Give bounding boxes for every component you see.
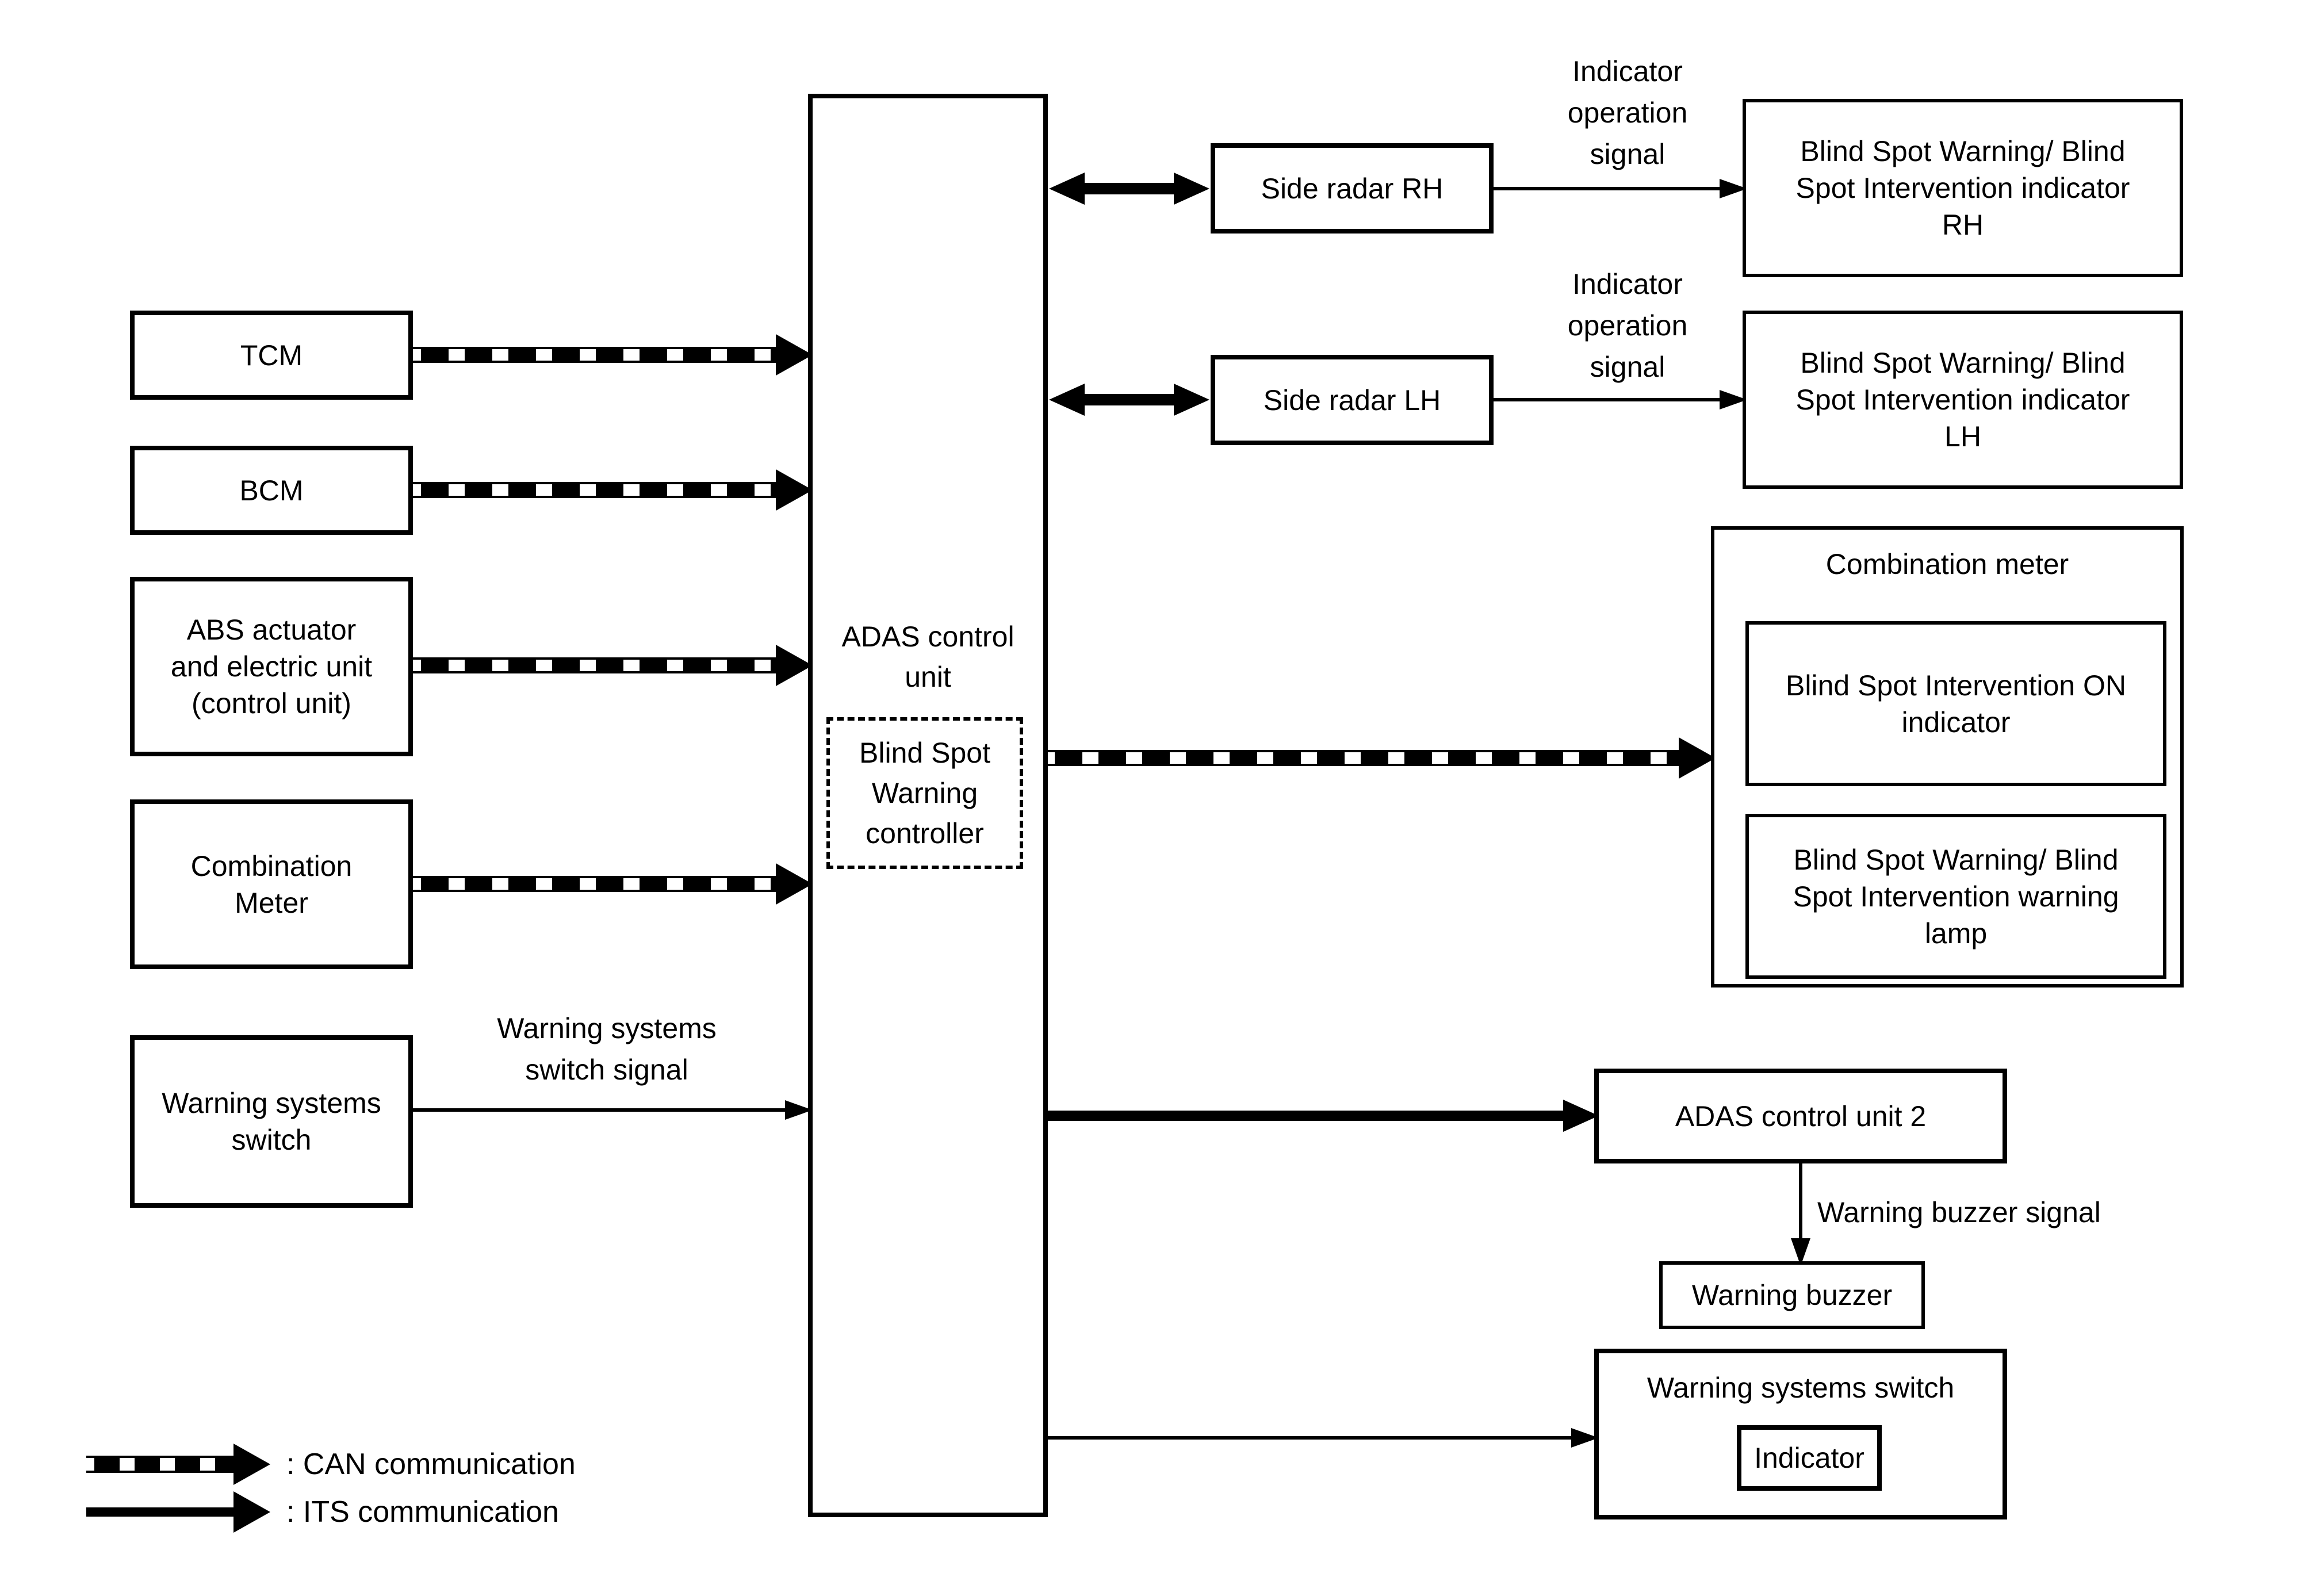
warning-systems-switch-left-box: Warning systems switch	[130, 1035, 413, 1208]
warning-systems-switch-right-title: Warning systems switch	[1647, 1372, 1955, 1404]
side-radar-rh-box: Side radar RH	[1211, 143, 1494, 234]
legend-its-arrow	[86, 1491, 270, 1533]
signal-arrow-radar-rh-to-indicator-rh	[1494, 179, 1747, 198]
side-radar-lh-box: Side radar LH	[1211, 355, 1494, 445]
blind-spot-warning-controller-box: Blind Spot Warning controller	[826, 717, 1023, 869]
adas-control-unit-label: ADAS control unit	[841, 621, 1014, 693]
bsw-bsi-warning-lamp-box: Blind Spot Warning/ Blind Spot Intervent…	[1745, 814, 2166, 979]
legend-can-arrow	[86, 1444, 270, 1485]
warning-switch-indicator-box: Indicator	[1737, 1425, 1882, 1491]
combination-meter-right-title: Combination meter	[1825, 548, 2069, 580]
can-arrow-adas-to-combination-meter	[1047, 737, 1716, 779]
can-arrow-combination-meter-to-adas	[413, 863, 813, 905]
legend-can-label: : CAN communication	[286, 1448, 576, 1481]
its-arrow-adas-side-radar-rh	[1049, 173, 1209, 205]
legend-its-label: : ITS communication	[286, 1495, 559, 1529]
signal-arrow-warning-switch-to-adas	[413, 1100, 813, 1120]
indicator-operation-signal-lh-label: Indicator operation signal	[1567, 268, 1688, 383]
warning-buzzer-signal-label: Warning buzzer signal	[1817, 1196, 2101, 1228]
signal-arrow-radar-lh-to-indicator-lh	[1494, 390, 1747, 409]
abs-actuator-box: ABS actuator and electric unit (control …	[130, 577, 413, 756]
bcm-box: BCM	[130, 446, 413, 535]
bsw-bsi-indicator-rh-box: Blind Spot Warning/ Blind Spot Intervent…	[1743, 99, 2183, 277]
signal-arrow-adas2-to-warning-buzzer	[1791, 1163, 1810, 1266]
warning-systems-switch-signal-label: Warning systems switch signal	[497, 1012, 717, 1086]
combination-meter-left-box: Combination Meter	[130, 799, 413, 969]
can-arrow-bcm-to-adas	[413, 469, 813, 511]
its-arrow-adas-side-radar-lh	[1049, 384, 1209, 416]
bsw-bsi-indicator-lh-box: Blind Spot Warning/ Blind Spot Intervent…	[1743, 311, 2183, 489]
bsi-on-indicator-box: Blind Spot Intervention ON indicator	[1745, 621, 2166, 786]
adas-control-unit-2-box: ADAS control unit 2	[1594, 1069, 2007, 1163]
can-arrow-abs-to-adas	[413, 645, 813, 686]
its-arrow-adas-to-adas2	[1047, 1100, 1599, 1132]
indicator-operation-signal-rh-label: Indicator operation signal	[1567, 55, 1688, 170]
warning-buzzer-box: Warning buzzer	[1659, 1261, 1925, 1329]
can-arrow-tcm-to-adas	[413, 334, 813, 376]
tcm-box: TCM	[130, 311, 413, 400]
signal-arrow-adas-to-warning-switch-right	[1047, 1428, 1599, 1448]
